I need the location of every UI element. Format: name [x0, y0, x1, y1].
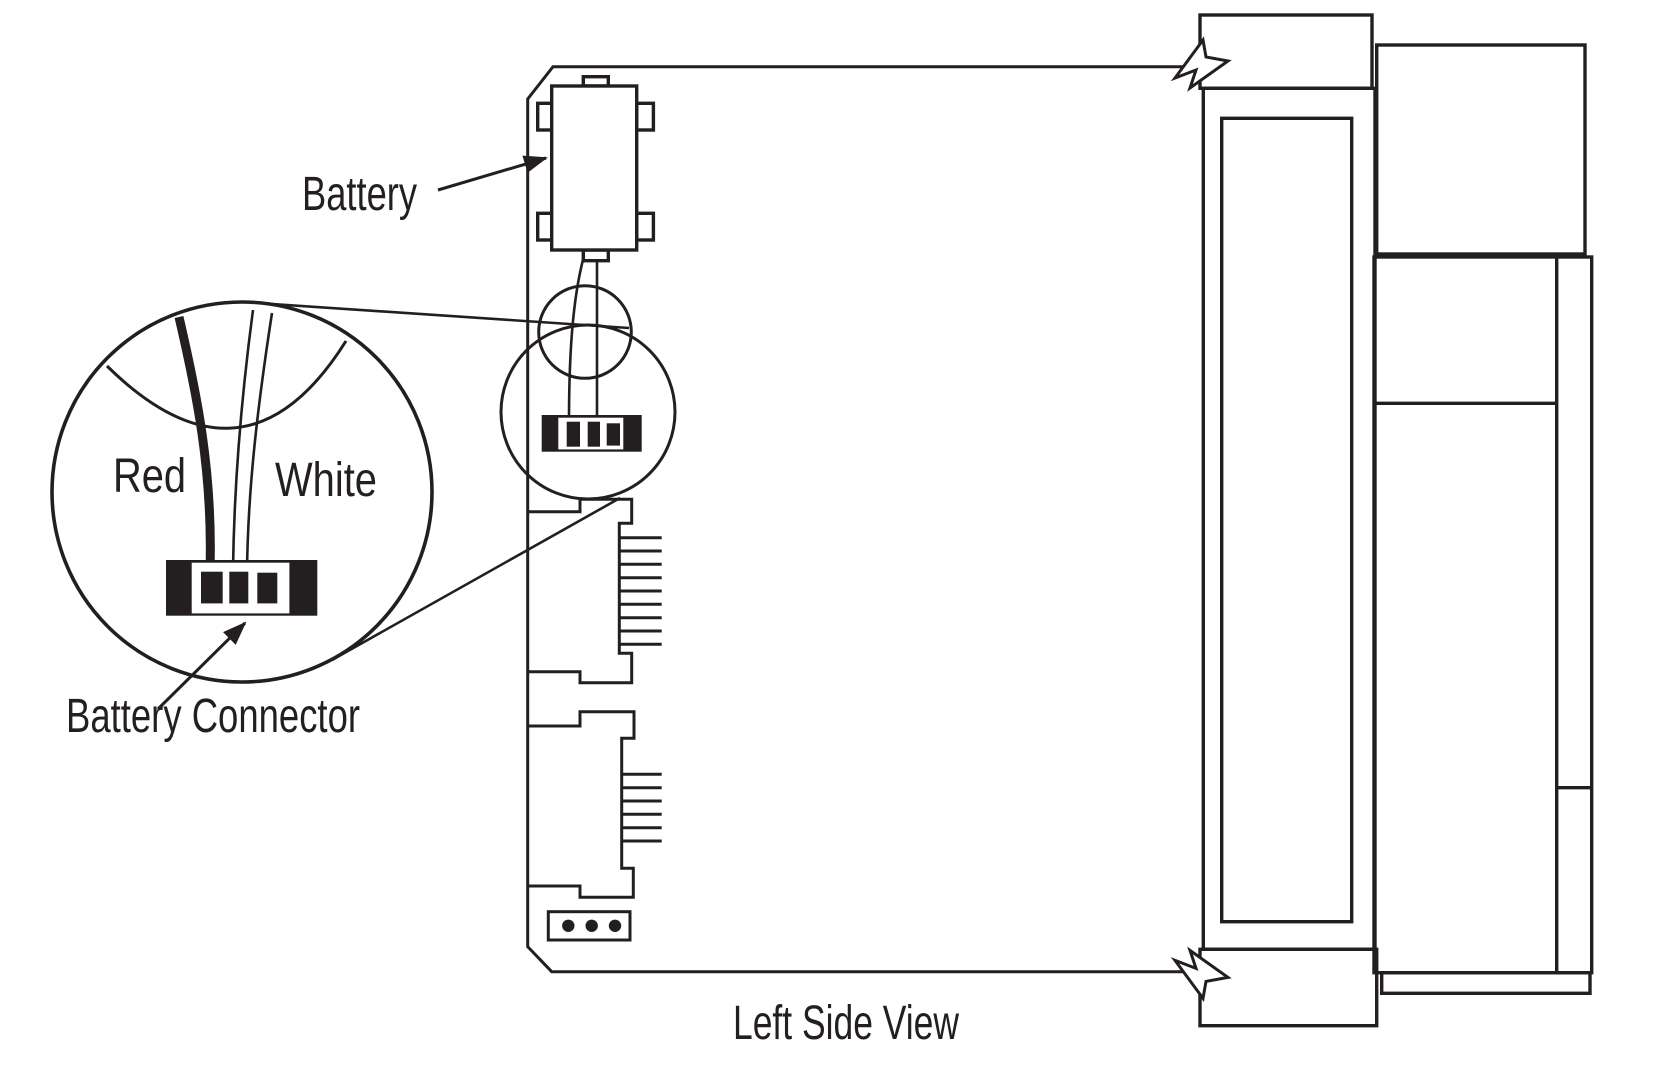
chassis-assembly — [1198, 13, 1594, 1028]
magnified-white-wire — [231, 309, 274, 572]
magnified-red-wire — [174, 315, 215, 572]
battery-body — [550, 84, 639, 252]
white-wire-label: White — [275, 454, 377, 507]
module-board — [526, 65, 1183, 974]
magnified-battery-edge-arc — [105, 340, 348, 430]
battery-arrow — [437, 155, 548, 192]
red-wire-label: Red — [113, 450, 186, 503]
break-arrow-top-icon — [1170, 36, 1232, 92]
chassis-top-tab — [1198, 13, 1374, 91]
magnifier-view: Red White — [50, 300, 434, 684]
chassis-panel — [1201, 86, 1377, 952]
lower-header-teeth — [621, 772, 662, 843]
battery-outline — [536, 74, 656, 263]
chassis-bottom-strip — [1379, 971, 1592, 996]
upper-header-connector — [527, 497, 634, 685]
chassis-module-body — [1372, 255, 1594, 975]
left-side-view-caption: Left Side View — [733, 997, 959, 1050]
battery-connector-arrow — [156, 621, 247, 711]
break-arrow-bottom-icon — [1170, 946, 1232, 1003]
chassis-upper-housing — [1374, 43, 1587, 256]
chassis-panel-inner — [1219, 116, 1354, 924]
solder-pads — [562, 919, 622, 932]
upper-header-teeth — [619, 536, 662, 646]
lower-header-connector — [527, 710, 636, 899]
magnified-connector — [166, 560, 318, 616]
magnifier-tangent-lines — [241, 300, 630, 662]
battery-wires — [567, 255, 599, 422]
zoom-small-circle — [537, 284, 633, 380]
battery-connector-label: Battery Connector — [66, 690, 360, 743]
battery-connector-on-board — [541, 415, 642, 452]
solder-pads-outline — [546, 910, 632, 942]
battery-label: Battery — [302, 168, 417, 221]
magnifier-circle — [50, 300, 434, 684]
chassis-bottom-tab — [1198, 947, 1379, 1028]
module-board-outline — [526, 65, 1183, 974]
